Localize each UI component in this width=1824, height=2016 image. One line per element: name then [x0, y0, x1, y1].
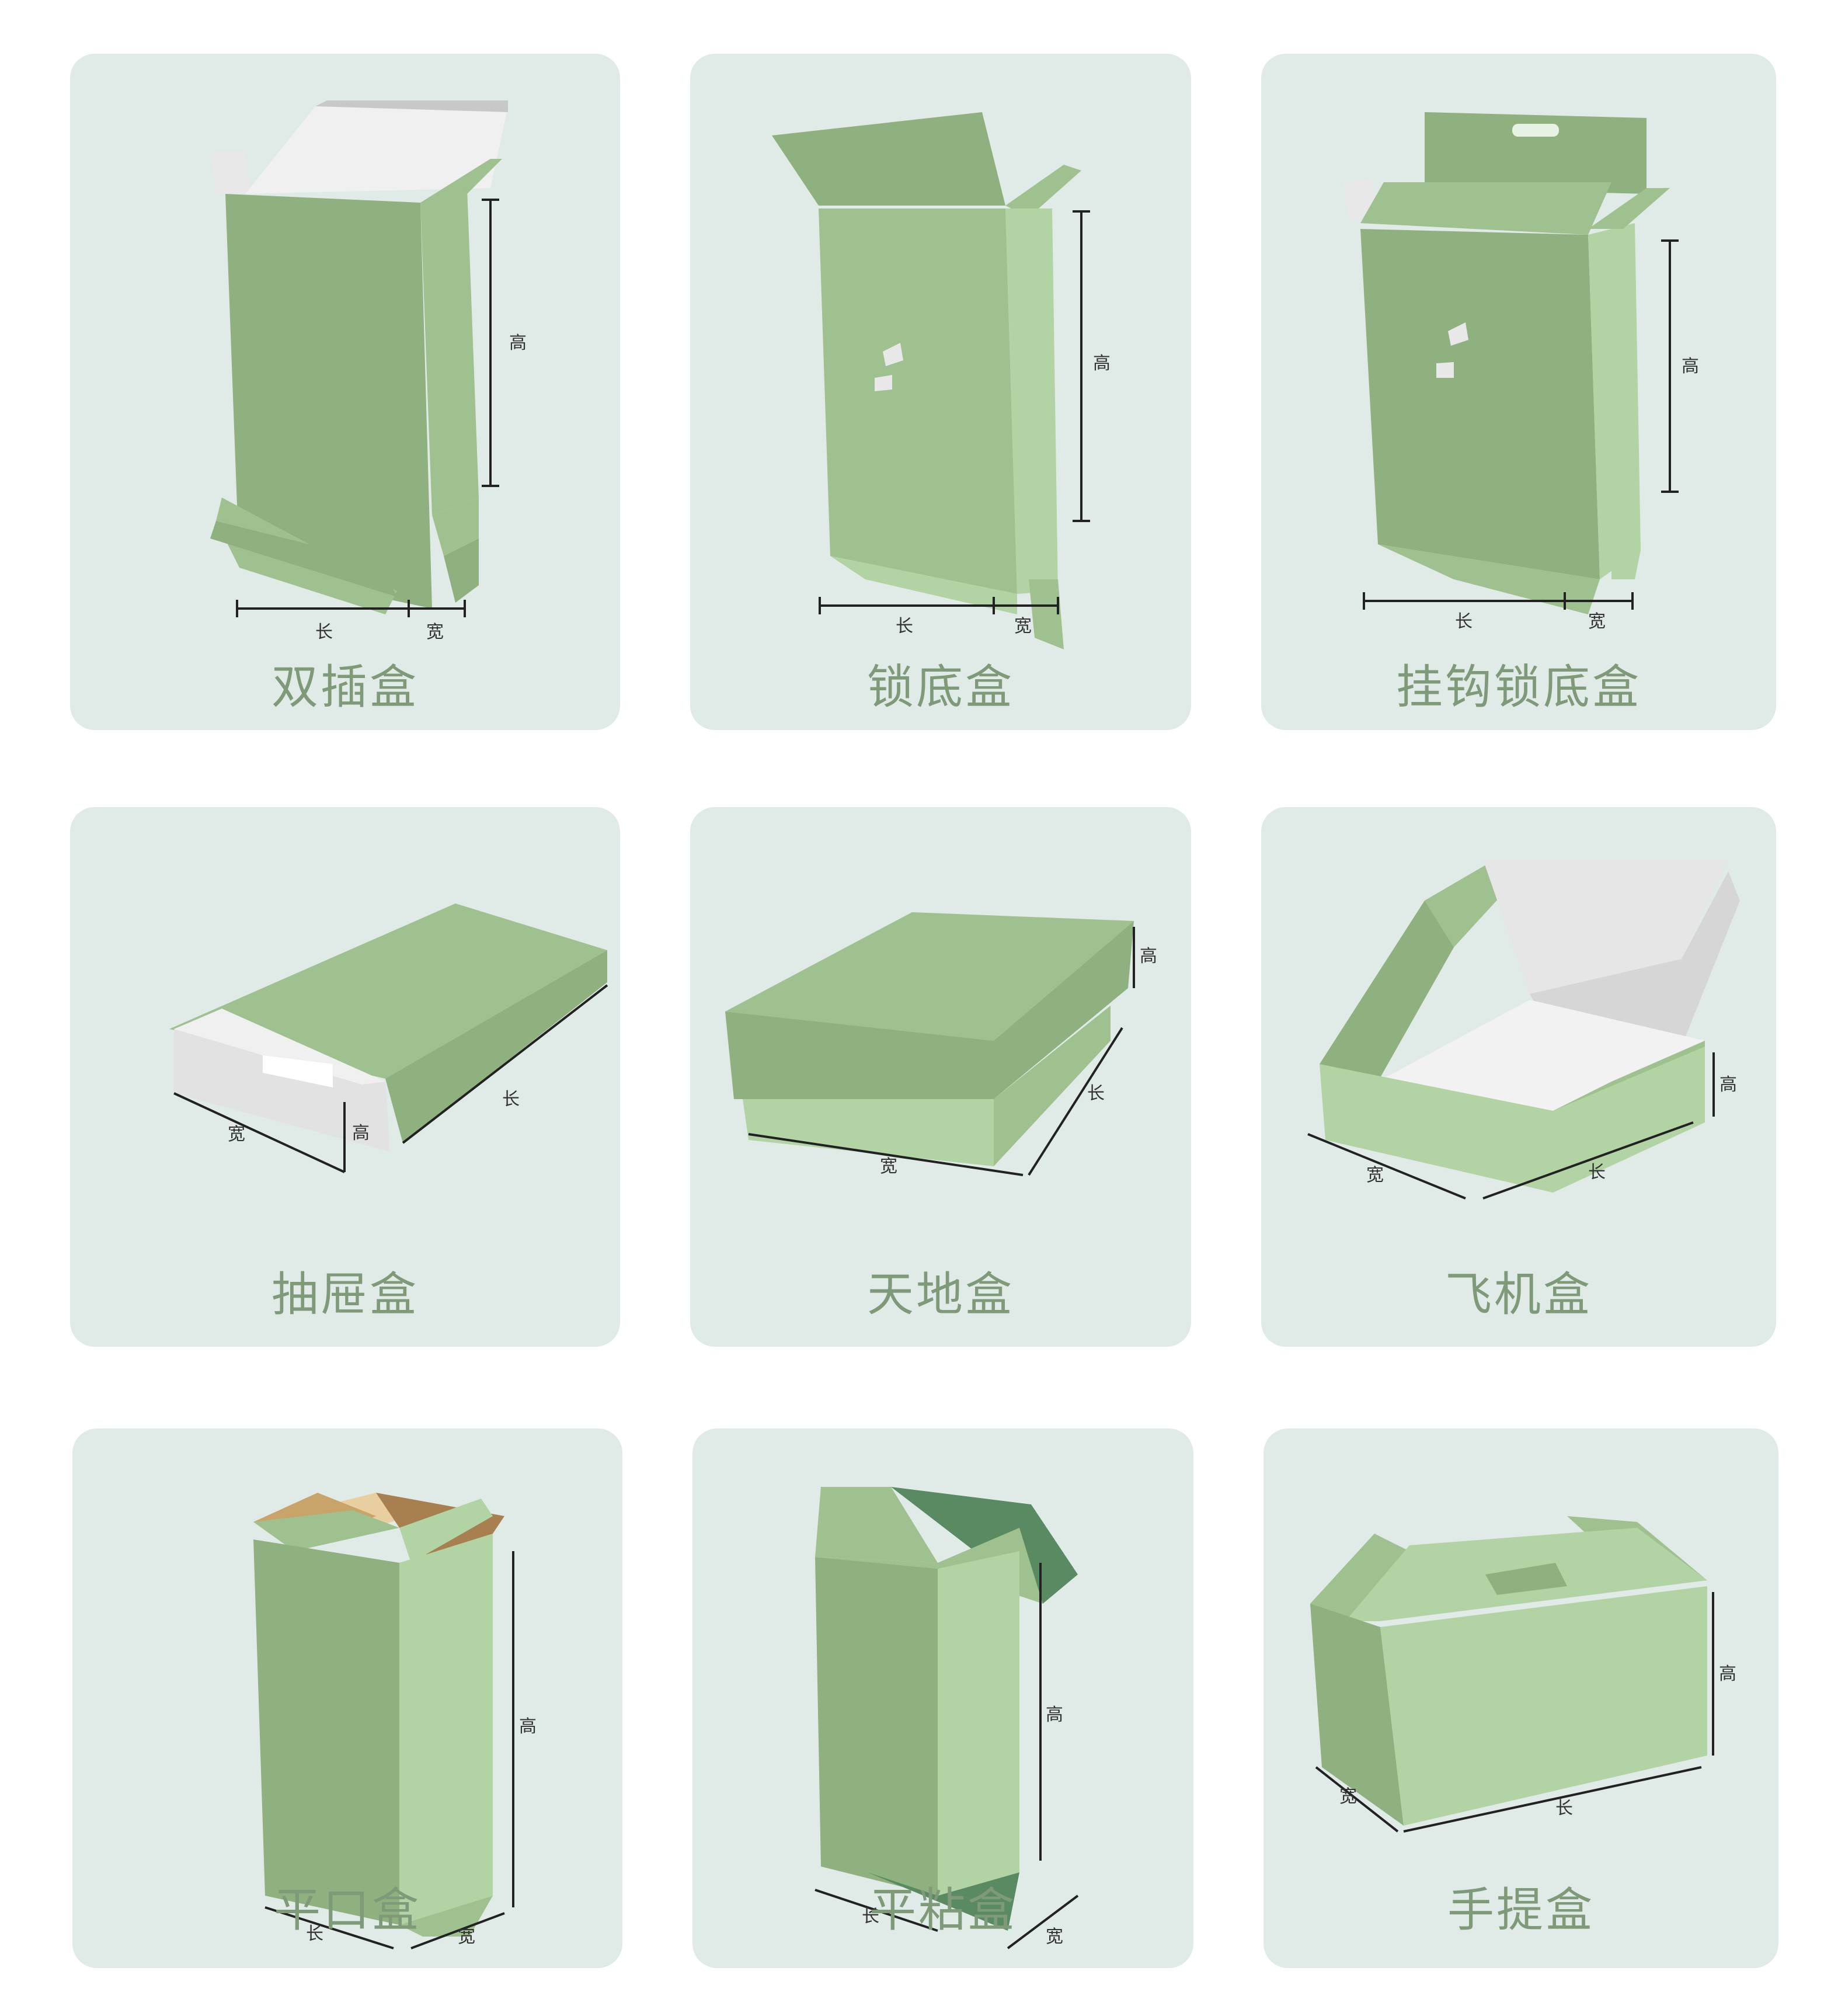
dimension-height: 高 [509, 333, 527, 353]
dimension-height: 高 [1140, 946, 1157, 967]
lock-bottom-box-illustration: 高 长 宽 [772, 112, 1111, 649]
box-card-mailer[interactable]: 宽 长 高 飞机盒 [1261, 807, 1776, 1347]
box-name-label: 双插盒 [271, 660, 419, 714]
dimension-length: 长 [1087, 1083, 1105, 1104]
box-card-hook-lock-bottom[interactable]: 高 长 宽 挂钩锁底盒 [1261, 54, 1776, 730]
dimension-width: 宽 [458, 1927, 475, 1947]
box-card-straight-tuck[interactable]: 高 长 宽 平粘盒 [692, 1428, 1193, 1968]
dimension-width: 宽 [426, 622, 444, 642]
box-name-label: 抽屉盒 [271, 1267, 419, 1322]
box-name-label: 平口盒 [274, 1883, 421, 1937]
straight-tuck-box-illustration: 高 长 宽 [814, 1487, 1079, 1949]
dimension-length: 长 [896, 616, 913, 637]
dimension-height: 高 [352, 1123, 370, 1143]
carry-handle-box-illustration: 高 长 宽 [1310, 1516, 1736, 1833]
dimension-length: 长 [502, 1089, 520, 1110]
dimension-height: 高 [519, 1716, 537, 1737]
dimension-length: 长 [862, 1906, 879, 1927]
box-name-label: 飞机盒 [1445, 1267, 1592, 1322]
dimension-length: 长 [1588, 1162, 1606, 1183]
box-name-label: 挂钩锁底盒 [1396, 660, 1641, 714]
dimension-width: 宽 [1366, 1165, 1384, 1186]
dimension-width: 宽 [1046, 1927, 1063, 1947]
mailer-box-illustration: 宽 长 高 [1307, 860, 1740, 1200]
dimension-width: 宽 [880, 1156, 897, 1177]
dimension-width: 宽 [1588, 611, 1606, 632]
box-card-drawer[interactable]: 宽 高 长 抽屉盒 [70, 807, 620, 1347]
box-name-label: 手提盒 [1447, 1883, 1595, 1937]
hook-lock-bottom-box-illustration: 高 长 宽 [1343, 112, 1699, 632]
dimension-height: 高 [1093, 353, 1111, 374]
box-card-carry-handle[interactable]: 高 长 宽 手提盒 [1263, 1428, 1778, 1968]
box-card-double-tuck[interactable]: 高 长 宽 双插盒 [70, 54, 620, 730]
box-name-label: 天地盒 [867, 1267, 1014, 1322]
lid-base-box-illustration: 宽 长 高 [725, 912, 1157, 1177]
box-name-label: 锁底盒 [867, 660, 1014, 714]
dimension-length: 长 [315, 622, 333, 642]
drawer-box-illustration: 宽 高 长 [169, 903, 608, 1173]
box-card-lid-base[interactable]: 宽 长 高 天地盒 [690, 807, 1191, 1347]
double-tuck-box-illustration: 高 长 宽 [210, 100, 527, 642]
dimension-height: 高 [1682, 356, 1699, 377]
box-card-lock-bottom[interactable]: 高 长 宽 锁底盒 [690, 54, 1191, 730]
dimension-width: 宽 [228, 1124, 245, 1145]
dimension-height: 高 [1719, 1075, 1737, 1095]
dimension-length: 长 [1555, 1798, 1573, 1819]
open-top-box-illustration: 高 长 宽 [253, 1493, 537, 1949]
box-name-label: 平粘盒 [869, 1883, 1017, 1937]
dimension-width: 宽 [1014, 616, 1032, 637]
box-card-open-top[interactable]: 高 长 宽 平口盒 [72, 1428, 622, 1968]
dimension-height: 高 [1719, 1664, 1736, 1684]
dimension-height: 高 [1046, 1705, 1063, 1725]
dimension-length: 长 [306, 1924, 323, 1944]
dimension-width: 宽 [1339, 1786, 1357, 1807]
dimension-length: 长 [1455, 611, 1473, 632]
